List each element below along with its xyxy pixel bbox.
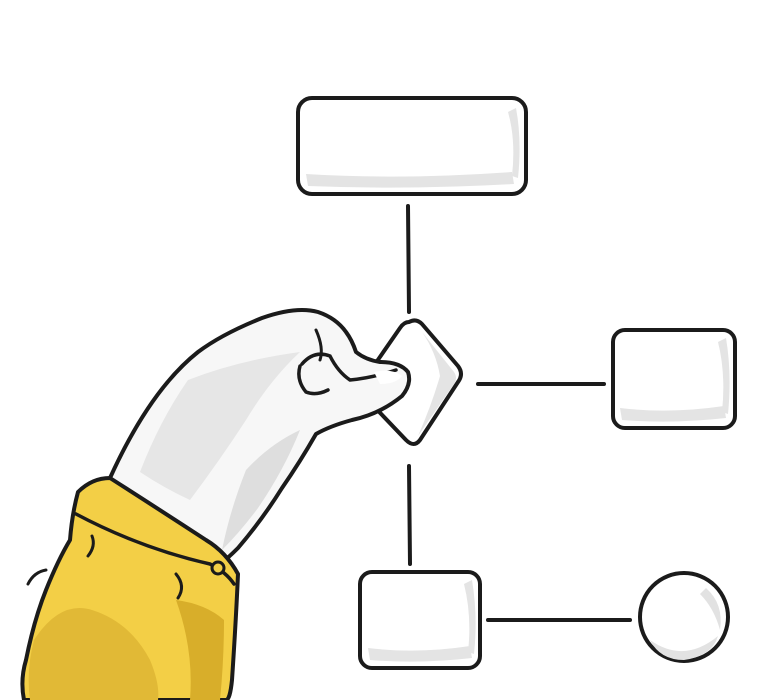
right-box [613,330,735,428]
bottom-box [360,572,480,668]
cuff-button [212,562,224,574]
hand-illustration [22,310,409,700]
connectors [408,206,630,620]
connector-diamond-to-bottom [409,466,410,564]
connector-top-to-diamond [408,206,409,312]
top-box [298,98,526,194]
end-circle [640,573,728,661]
